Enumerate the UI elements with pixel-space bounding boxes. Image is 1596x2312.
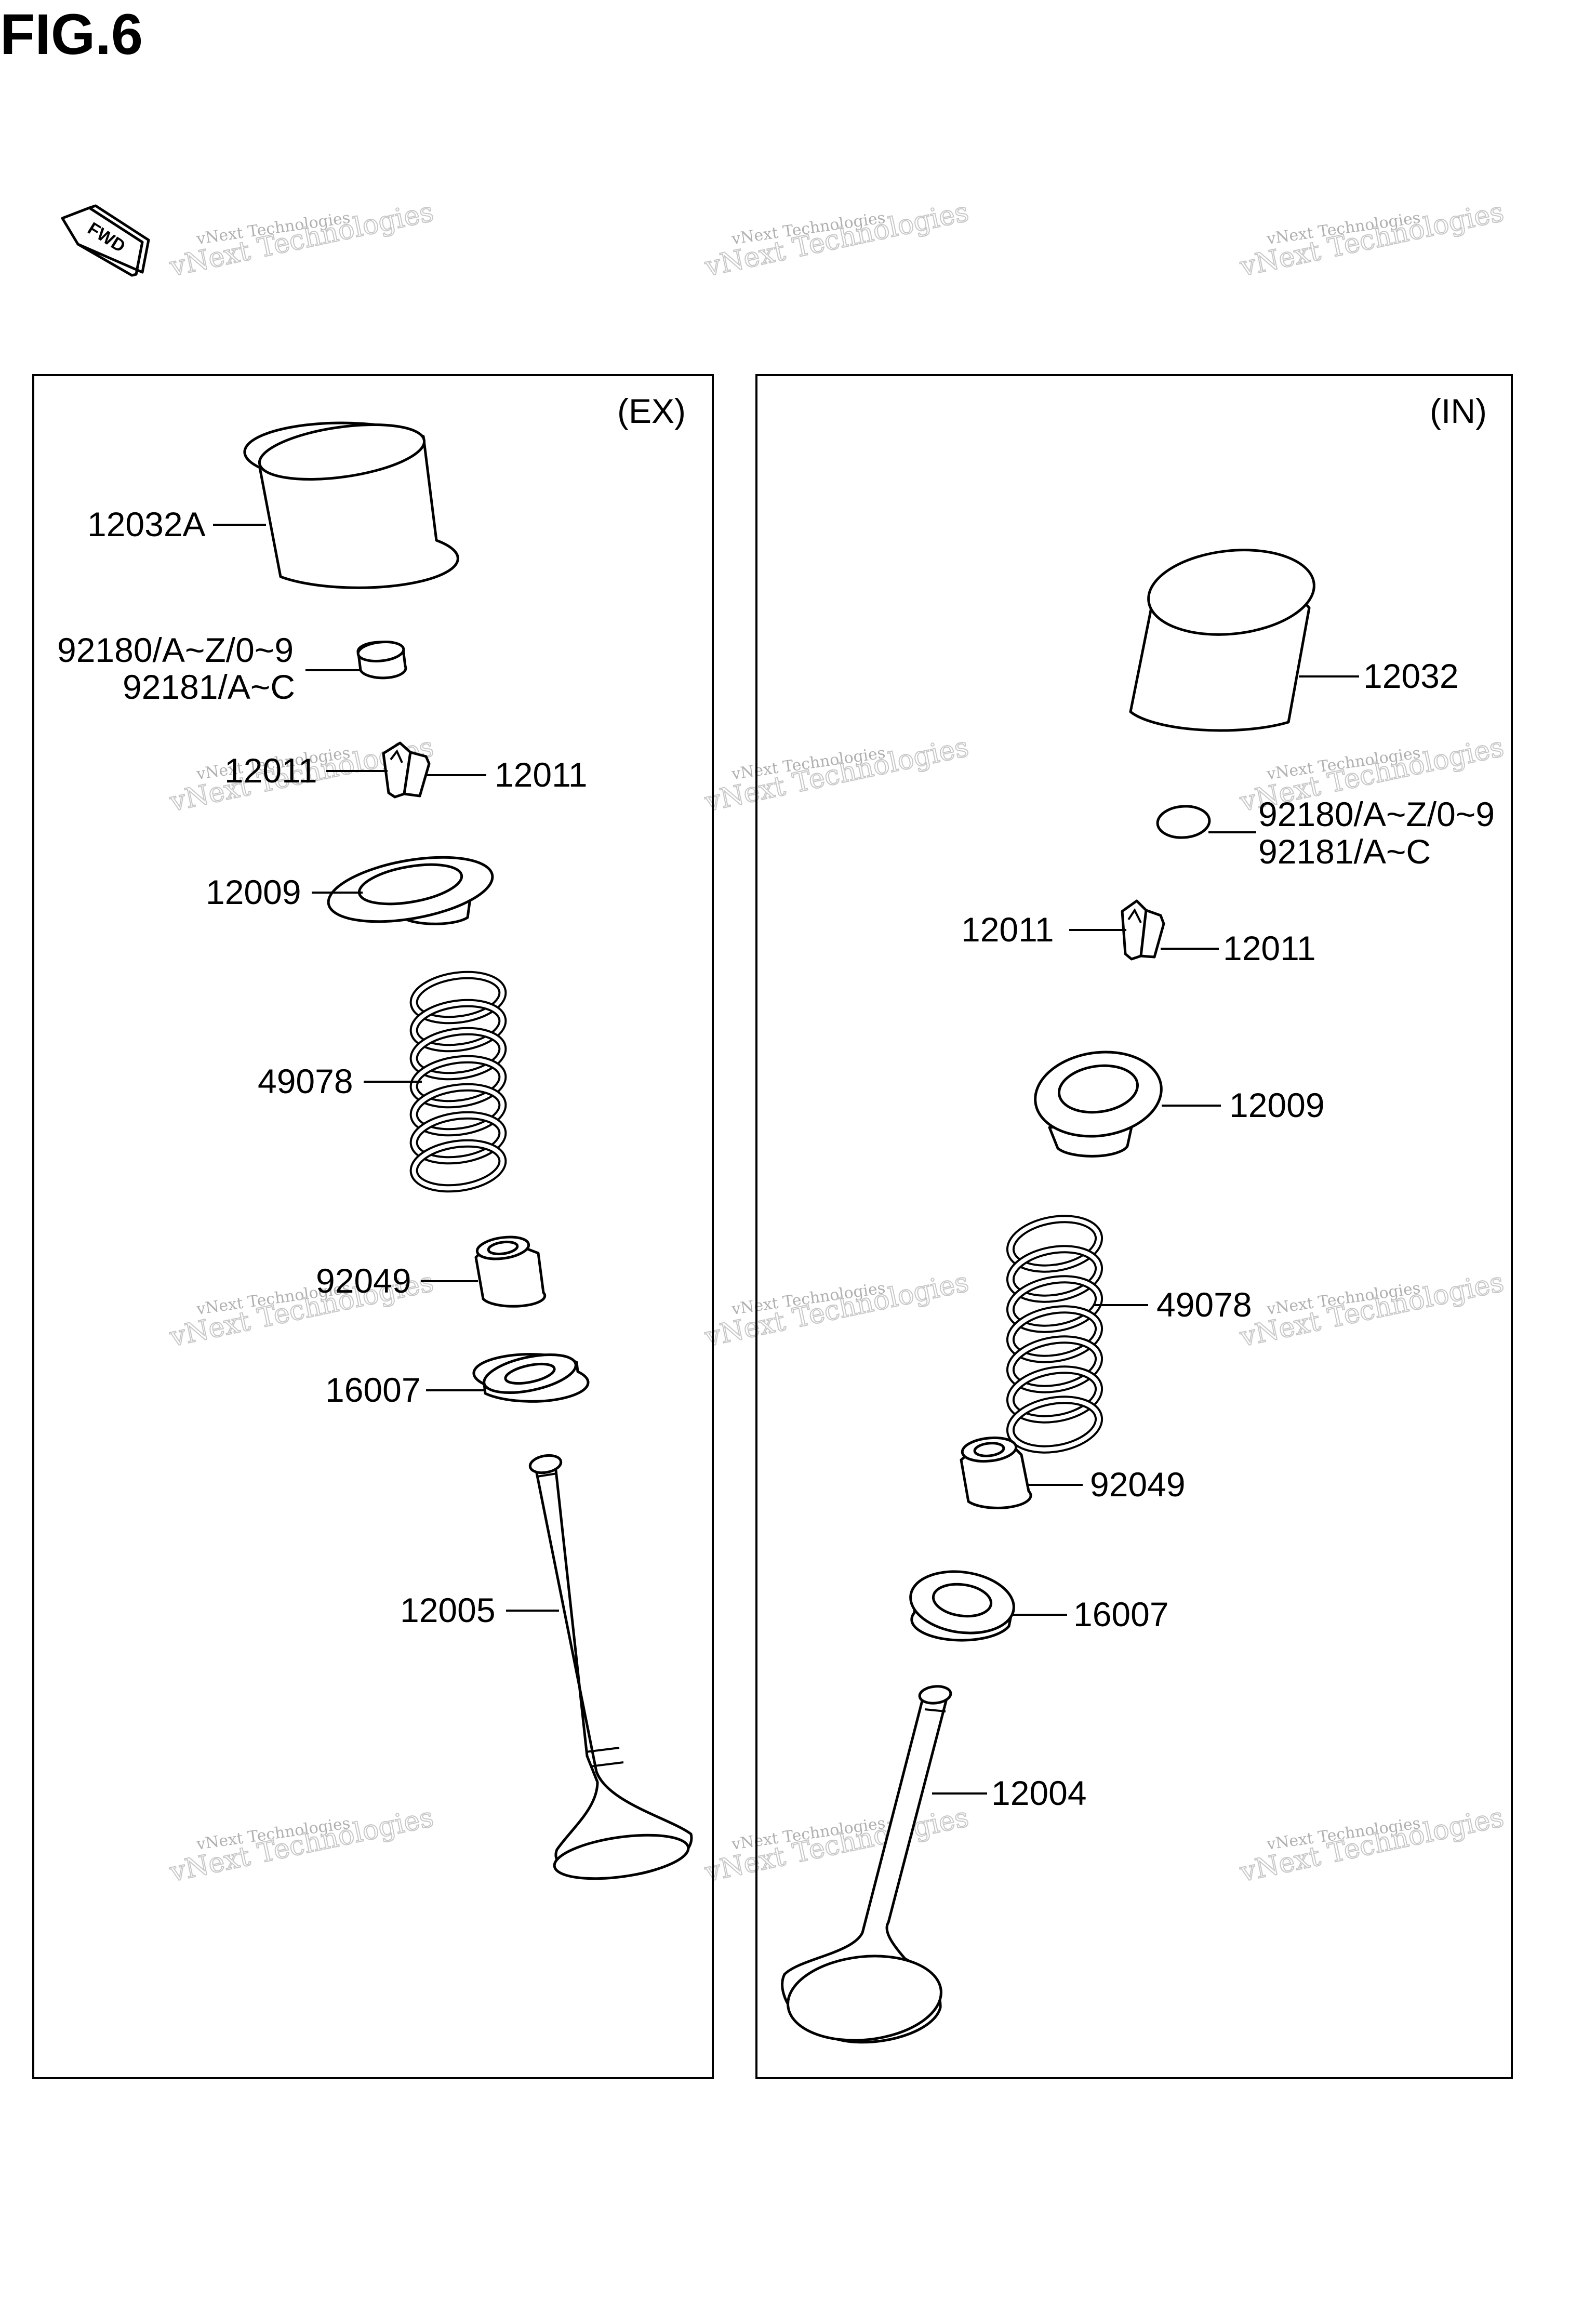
in-label-stem-seal: 92049 bbox=[1090, 1465, 1186, 1504]
spring-coil bbox=[1008, 1398, 1101, 1452]
in-label-spring: 49078 bbox=[1156, 1285, 1252, 1324]
ex-spring bbox=[409, 971, 507, 1193]
in-spring-seat bbox=[909, 1570, 1015, 1642]
in-label-spring-seat: 16007 bbox=[1073, 1595, 1169, 1633]
ex-label-spring: 49078 bbox=[258, 1062, 353, 1100]
figure-title: FIG.6 bbox=[0, 3, 143, 67]
spring-coil bbox=[411, 1029, 505, 1079]
spring-coil bbox=[411, 1113, 505, 1163]
ex-tappet bbox=[243, 421, 459, 589]
spring-coil bbox=[1008, 1367, 1101, 1421]
in-label-tappet: 12032 bbox=[1363, 657, 1459, 695]
in-stem-seal bbox=[960, 1436, 1032, 1509]
ex-stem-seal bbox=[474, 1235, 547, 1308]
spring-coil bbox=[411, 1001, 505, 1051]
fwd-arrow-icon: FWD bbox=[61, 204, 150, 277]
spring-coil bbox=[411, 1141, 505, 1191]
ex-shim bbox=[356, 641, 407, 680]
ex-retainer bbox=[327, 856, 494, 925]
ex-label-shim-1: 92180/A~Z/0~9 bbox=[57, 631, 294, 669]
ex-label-cotter-right: 12011 bbox=[495, 755, 588, 794]
ex-label-cotter-left: 12011 bbox=[224, 751, 317, 790]
in-cotters bbox=[1121, 899, 1165, 961]
ex-label-tappet: 12032A bbox=[87, 505, 206, 543]
ex-cotters bbox=[382, 741, 431, 799]
panel-in: (IN) 12032 92180/A~Z/0~9 92181/A~C 12011… bbox=[755, 374, 1513, 2079]
in-valve bbox=[781, 1685, 952, 2044]
in-label-retainer: 12009 bbox=[1229, 1086, 1325, 1124]
in-tappet bbox=[1129, 549, 1315, 732]
ex-valve bbox=[528, 1454, 693, 1880]
spring-coil bbox=[411, 973, 505, 1022]
spring-coil bbox=[1008, 1337, 1101, 1391]
ex-label-spring-seat: 16007 bbox=[325, 1371, 421, 1409]
in-label-valve: 12004 bbox=[991, 1774, 1087, 1812]
in-label-shim-2: 92181/A~C bbox=[1258, 832, 1431, 871]
in-shim bbox=[1156, 805, 1211, 839]
in-spring bbox=[1006, 1215, 1103, 1454]
ex-label-retainer: 12009 bbox=[206, 873, 301, 911]
in-label-shim-1: 92180/A~Z/0~9 bbox=[1258, 795, 1495, 833]
spring-coil bbox=[411, 1057, 505, 1107]
ex-label-stem-seal: 92049 bbox=[316, 1261, 411, 1300]
in-retainer bbox=[1034, 1051, 1163, 1158]
spring-coil bbox=[1008, 1247, 1101, 1301]
spring-coil bbox=[411, 1085, 505, 1135]
spring-coil bbox=[1008, 1217, 1101, 1271]
ex-spring-seat bbox=[472, 1353, 590, 1403]
panel-in-tag: (IN) bbox=[1430, 392, 1487, 430]
panel-in-frame bbox=[755, 374, 1513, 2079]
ex-label-valve: 12005 bbox=[400, 1591, 496, 1629]
ex-label-shim-2: 92181/A~C bbox=[123, 668, 295, 706]
panel-ex-tag: (EX) bbox=[617, 392, 686, 430]
panel-ex-frame bbox=[32, 374, 714, 2079]
in-label-cotter-left: 12011 bbox=[961, 910, 1054, 949]
panel-ex: (EX) 12032A 92180/A~Z/0~9 92181/A~C 1201… bbox=[32, 374, 714, 2079]
spring-coil bbox=[1008, 1277, 1101, 1331]
in-label-cotter-right: 12011 bbox=[1223, 929, 1316, 967]
spring-coil bbox=[1008, 1307, 1101, 1361]
